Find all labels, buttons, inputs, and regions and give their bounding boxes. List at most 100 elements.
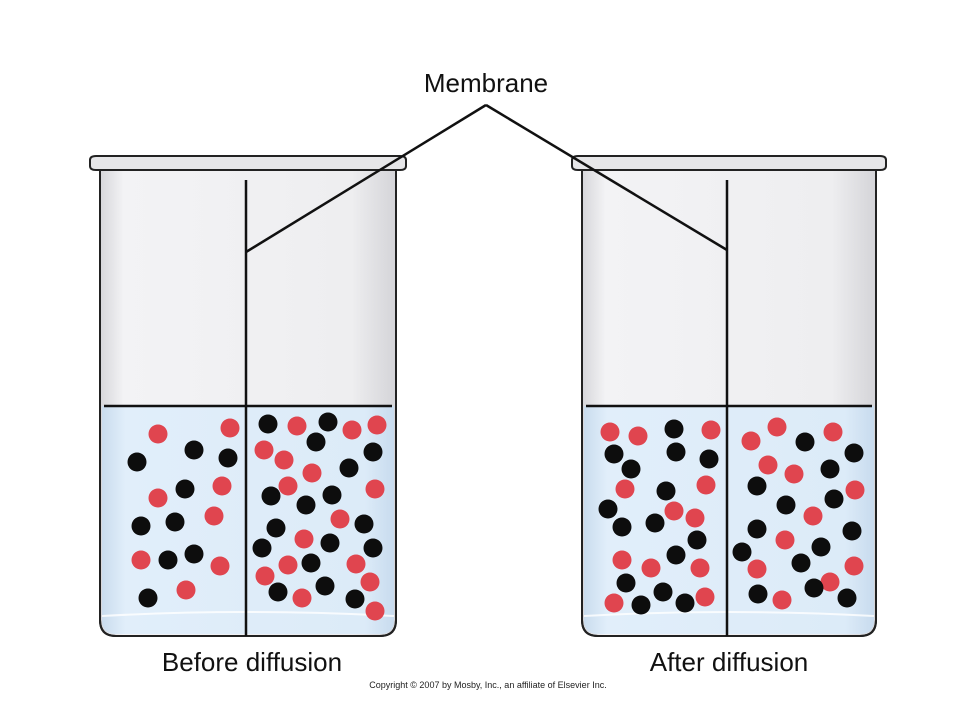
red-particle — [365, 479, 385, 499]
red-particle — [212, 476, 232, 496]
red-particle — [701, 420, 721, 440]
red-particle — [600, 422, 620, 442]
red-particle — [844, 556, 864, 576]
black-particle — [296, 495, 316, 515]
black-particle — [315, 576, 335, 596]
black-particle — [175, 479, 195, 499]
red-particle — [767, 417, 787, 437]
red-particle — [148, 424, 168, 444]
red-particle — [330, 509, 350, 529]
red-particle — [695, 587, 715, 607]
black-particle — [820, 459, 840, 479]
copyright-text: Copyright © 2007 by Mosby, Inc., an affi… — [369, 680, 606, 690]
red-particle — [664, 501, 684, 521]
black-particle — [666, 442, 686, 462]
red-particle — [823, 422, 843, 442]
black-particle — [131, 516, 151, 536]
black-particle — [699, 449, 719, 469]
black-particle — [218, 448, 238, 468]
red-particle — [615, 479, 635, 499]
red-particle — [604, 593, 624, 613]
beaker-before — [89, 155, 407, 637]
black-particle — [138, 588, 158, 608]
black-particle — [363, 538, 383, 558]
red-particle — [612, 550, 632, 570]
red-particle — [210, 556, 230, 576]
black-particle — [318, 412, 338, 432]
black-particle — [612, 517, 632, 537]
red-particle — [176, 580, 196, 600]
black-particle — [842, 521, 862, 541]
red-particle — [741, 431, 761, 451]
red-particle — [367, 415, 387, 435]
red-particle — [772, 590, 792, 610]
black-particle — [748, 584, 768, 604]
black-particle — [363, 442, 383, 462]
black-particle — [354, 514, 374, 534]
black-particle — [184, 544, 204, 564]
black-particle — [732, 542, 752, 562]
black-particle — [604, 444, 624, 464]
black-particle — [747, 519, 767, 539]
particles-after — [598, 417, 865, 615]
black-particle — [258, 414, 278, 434]
red-particle — [342, 420, 362, 440]
black-particle — [664, 419, 684, 439]
red-particle — [278, 476, 298, 496]
red-particle — [255, 566, 275, 586]
leader-line-left — [245, 103, 487, 254]
red-particle — [131, 550, 151, 570]
black-particle — [320, 533, 340, 553]
black-particle — [645, 513, 665, 533]
red-particle — [641, 558, 661, 578]
black-particle — [616, 573, 636, 593]
red-particle — [690, 558, 710, 578]
black-particle — [301, 553, 321, 573]
red-particle — [758, 455, 778, 475]
black-particle — [795, 432, 815, 452]
black-particle — [666, 545, 686, 565]
before-diffusion-label: Before diffusion — [162, 647, 342, 677]
black-particle — [631, 595, 651, 615]
red-particle — [360, 572, 380, 592]
black-particle — [339, 458, 359, 478]
red-particle — [148, 488, 168, 508]
membrane-leader-lines — [245, 103, 728, 254]
red-particle — [784, 464, 804, 484]
red-particle — [274, 450, 294, 470]
black-particle — [811, 537, 831, 557]
red-particle — [302, 463, 322, 483]
red-particle — [803, 506, 823, 526]
red-particle — [628, 426, 648, 446]
black-particle — [837, 588, 857, 608]
red-particle — [278, 555, 298, 575]
black-particle — [687, 530, 707, 550]
red-particle — [845, 480, 865, 500]
red-particle — [747, 559, 767, 579]
black-particle — [824, 489, 844, 509]
black-particle — [252, 538, 272, 558]
black-particle — [158, 550, 178, 570]
black-particle — [165, 512, 185, 532]
after-diffusion-label: After diffusion — [650, 647, 809, 677]
red-particle — [287, 416, 307, 436]
black-particle — [653, 582, 673, 602]
black-particle — [322, 485, 342, 505]
black-particle — [266, 518, 286, 538]
leader-line-right — [485, 103, 728, 252]
black-particle — [747, 476, 767, 496]
black-particle — [656, 481, 676, 501]
red-particle — [346, 554, 366, 574]
red-particle — [254, 440, 274, 460]
red-particle — [294, 529, 314, 549]
red-particle — [204, 506, 224, 526]
beaker-after — [571, 155, 887, 637]
red-particle — [292, 588, 312, 608]
red-particle — [685, 508, 705, 528]
membrane-label: Membrane — [424, 68, 548, 98]
black-particle — [261, 486, 281, 506]
black-particle — [791, 553, 811, 573]
black-particle — [776, 495, 796, 515]
particles-before — [127, 412, 387, 621]
